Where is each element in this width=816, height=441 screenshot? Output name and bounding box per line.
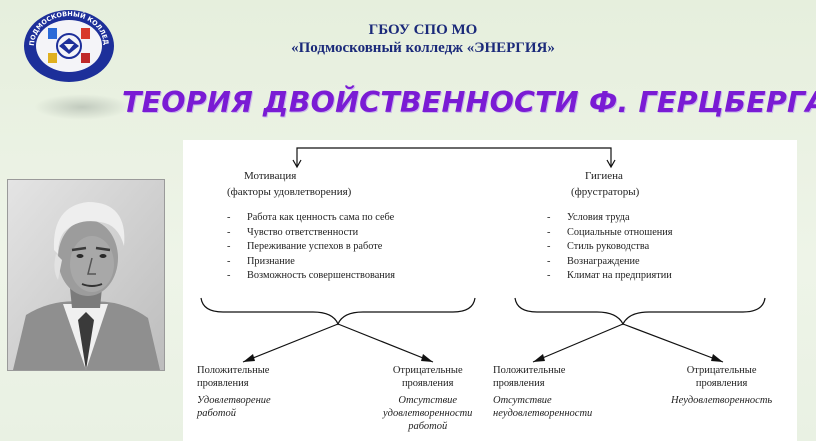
list-item: -Возможность совершенствования: [227, 270, 396, 282]
hygiene-subtitle: (фрустраторы): [571, 186, 640, 198]
arrow-right-positive: [532, 323, 624, 363]
diagram-connectors: [200, 147, 766, 363]
list-item: -Климат на предприятии: [547, 270, 672, 282]
hygiene-title: Гигиена: [585, 170, 623, 182]
list-item: -Вознаграждение: [547, 255, 640, 267]
motivation-title: Мотивация: [244, 170, 297, 182]
org-name-line2: «Подмосковный колледж «ЭНЕРГИЯ»: [291, 40, 555, 56]
outcome-hygiene-negative: Отрицательные проявления Неудовлетворенн…: [671, 365, 773, 406]
outcome-motivation-negative: Отрицательные проявления Отсутствие удов…: [383, 365, 473, 432]
list-item: -Работа как ценность сама по себе: [227, 212, 395, 223]
list-item: -Чувство ответственности: [227, 226, 359, 238]
top-arrow-left: [292, 159, 302, 169]
herzberg-portrait-icon: [7, 179, 165, 371]
list-item: -Социальные отношения: [547, 226, 673, 238]
list-item: -Стиль руководства: [547, 241, 650, 253]
herzberg-diagram: Мотивация (факторы удовлетворения) -Рабо…: [183, 140, 797, 441]
logo-shadow: [34, 94, 130, 120]
slide-title: ТЕОРИЯ ДВОЙСТВЕННОСТИ Ф. ГЕРЦБЕРГА: [122, 86, 816, 119]
outcome-motivation-positive: Положительные проявления Удовлетворение …: [197, 365, 271, 419]
motivation-subtitle: (факторы удовлетворения): [227, 186, 352, 198]
hygiene-list: -Условия труда -Социальные отношения -Ст…: [547, 211, 673, 284]
left-brace: [200, 297, 476, 326]
arrow-left-negative: [337, 323, 434, 363]
arrow-right-negative: [622, 323, 724, 363]
list-item: -Условия труда: [547, 212, 630, 223]
list-item: -Переживание успехов в работе: [227, 241, 383, 253]
motivation-list: -Работа как ценность сама по себе -Чувст…: [227, 211, 395, 284]
org-name-line1: ГБОУ СПО МО: [368, 22, 478, 38]
list-item: -Признание: [227, 255, 295, 267]
arrow-left-positive: [242, 323, 339, 363]
top-arrow-right: [606, 159, 616, 169]
outcome-hygiene-positive: Положительные проявления Отсутствие неуд…: [493, 365, 593, 419]
top-connector: [296, 147, 612, 166]
college-logo-icon: ПОДМОСКОВНЫЙ КОЛЛЕДЖ ЭНЕРГИЯ: [18, 2, 116, 84]
right-brace: [514, 297, 766, 326]
